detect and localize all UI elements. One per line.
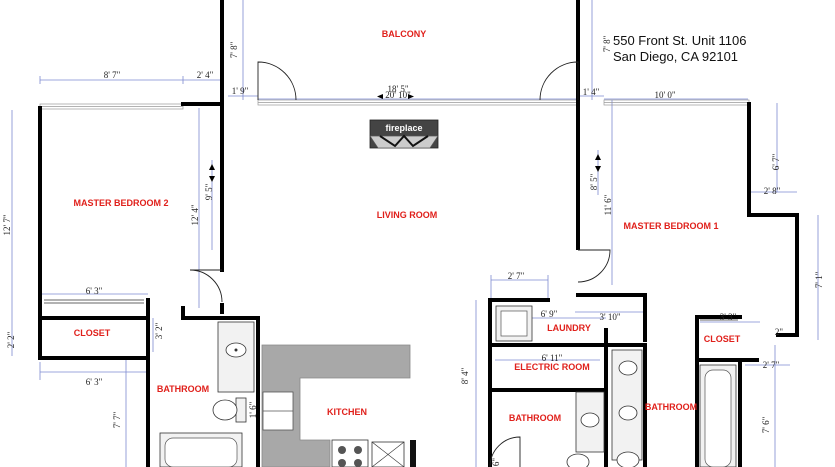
- toilet-left-icon: [212, 399, 238, 421]
- fixtures: [44, 299, 738, 467]
- dim-mb2-left: 12' 7": [2, 214, 12, 235]
- dim-laundry-d2: 3' 10": [599, 312, 620, 322]
- dim-right-bath: 7' 6": [761, 416, 771, 433]
- label-living-room: LIVING ROOM: [377, 210, 438, 220]
- fireplace-label: fireplace: [385, 123, 422, 133]
- dim-mb2-top-2: 2' 4": [197, 70, 214, 80]
- label-master-bedroom-2: MASTER BEDROOM 2: [73, 198, 168, 208]
- dim-kitchen-a: 1' 6": [248, 401, 258, 418]
- fireplace-icon: fireplace: [369, 119, 439, 149]
- dim-mb1-notch: 2' 8": [764, 186, 781, 196]
- dim-window-b: 18' 5": [387, 84, 408, 94]
- room-labels: BALCONY LIVING ROOM MASTER BEDROOM 2 MAS…: [73, 29, 740, 423]
- dim-mb1-right-2: 7' 1": [814, 271, 824, 288]
- label-bathroom-center: BATHROOM: [509, 413, 561, 423]
- toilet-center-icon: [566, 453, 590, 467]
- dim-closet-h: 2' 2": [6, 331, 16, 348]
- stove-icon: [331, 439, 369, 467]
- sink-center-icon: [580, 412, 600, 428]
- dim-bath-h: 7' 7": [112, 411, 122, 428]
- sink-right-a-icon: [618, 360, 638, 376]
- dim-mb1-top: 10' 0": [654, 90, 675, 100]
- dim-lr-right-1: 8' 5": [589, 173, 599, 190]
- label-kitchen: KITCHEN: [327, 407, 367, 417]
- dim-window-a: 20' 10": [385, 90, 411, 100]
- label-electric-room: ELECTRIC ROOM: [514, 362, 590, 372]
- dimension-labels: 7' 8" 7' 8" 8' 7" 2' 4" 1' 9" 20' 10" 18…: [2, 35, 824, 466]
- dim-right-wall: 1' 4": [583, 87, 600, 97]
- label-bathroom-right: BATHROOM: [645, 402, 697, 412]
- doors: [189, 61, 611, 467]
- label-bathroom-left: BATHROOM: [157, 384, 209, 394]
- dim-closet-bottom: 6' 3": [86, 377, 103, 387]
- dimension-arrows: [209, 94, 601, 182]
- walls: [38, 0, 799, 467]
- dim-laundry-d: 6' 9": [541, 309, 558, 319]
- dim-right-closet-h: 2": [775, 327, 784, 337]
- dim-mb2-h2: 12' 4": [190, 204, 200, 225]
- windows: [39, 99, 750, 110]
- sink-right-b-icon: [618, 405, 638, 421]
- dim-bath-w: 3' 2": [154, 322, 164, 339]
- address-line-1: 550 Front St. Unit 1106: [613, 33, 747, 48]
- dim-mb2-top: 8' 7": [104, 70, 121, 80]
- dim-closet-top: 6' 3": [86, 286, 103, 296]
- address-line-2: San Diego, CA 92101: [613, 49, 739, 64]
- address-block: 550 Front St. Unit 1106 San Diego, CA 92…: [613, 33, 746, 65]
- dim-mb1-right: 6' 7": [771, 153, 781, 170]
- dim-bal-right: 7' 8": [602, 35, 612, 52]
- dim-laundry-w: 2' 7": [508, 271, 525, 281]
- label-closet-left: CLOSET: [74, 328, 111, 338]
- toilet-tank-left: [235, 397, 247, 423]
- label-master-bedroom-1: MASTER BEDROOM 1: [623, 221, 718, 231]
- dim-lr-right-2: 11' 6": [603, 194, 613, 215]
- dim-bottom-a: 6": [491, 458, 501, 467]
- dim-elec-w: 6' 11": [542, 353, 563, 363]
- label-laundry: LAUNDRY: [547, 323, 591, 333]
- dim-left-wall: 1' 9": [232, 86, 249, 96]
- label-closet-right: CLOSET: [704, 334, 741, 344]
- dim-right-closet-w: 3' 3": [720, 312, 737, 322]
- dim-center-h: 8' 4": [460, 367, 470, 384]
- dim-right-closet-h2: 2' 7": [763, 360, 780, 370]
- dimension-lines: [11, 0, 819, 467]
- dim-mb2-door: 9' 5": [204, 183, 214, 200]
- toilet-right-a-icon: [616, 451, 640, 467]
- dim-bal-left: 7' 8": [229, 41, 239, 58]
- label-balcony: BALCONY: [382, 29, 427, 39]
